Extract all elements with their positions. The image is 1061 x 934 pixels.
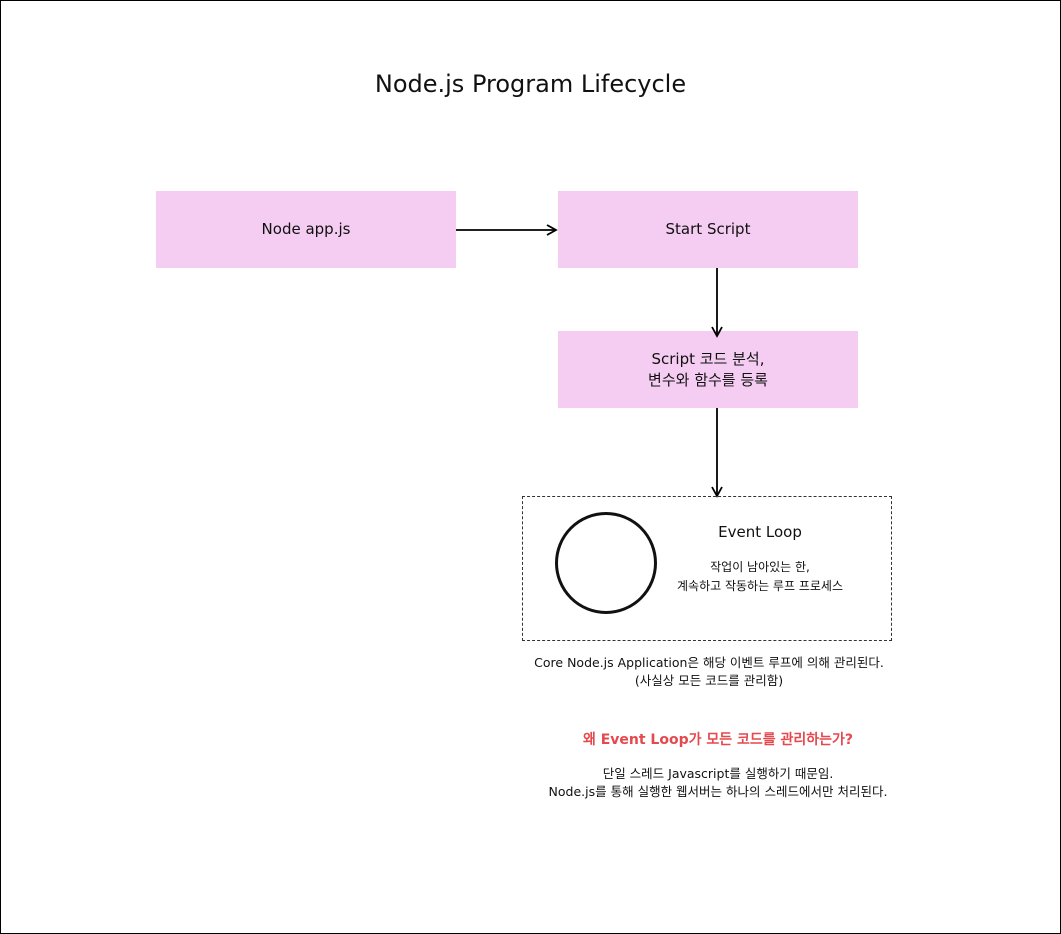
diagram-title: Node.js Program Lifecycle <box>374 70 687 98</box>
answer-text: 단일 스레드 Javascript를 실행하기 때문임. Node.js를 통해… <box>548 766 888 799</box>
event-loop-circle <box>555 512 657 614</box>
event-loop-caption: Core Node.js Application은 해당 이벤트 루프에 의해 … <box>534 655 884 688</box>
start-script-box: Start Script <box>558 191 858 268</box>
node-app-box: Node app.js <box>156 191 456 268</box>
event-loop-title: Event Loop <box>718 523 802 541</box>
parse-script-box: Script 코드 분석, 변수와 함수를 등록 <box>558 331 858 408</box>
event-loop-description: 작업이 남아있는 한, 계속하고 작동하는 루프 프로세스 <box>676 560 843 593</box>
question-heading: 왜 Event Loop가 모든 코드를 관리하는가? <box>582 732 854 748</box>
event-loop-container <box>522 496 892 641</box>
